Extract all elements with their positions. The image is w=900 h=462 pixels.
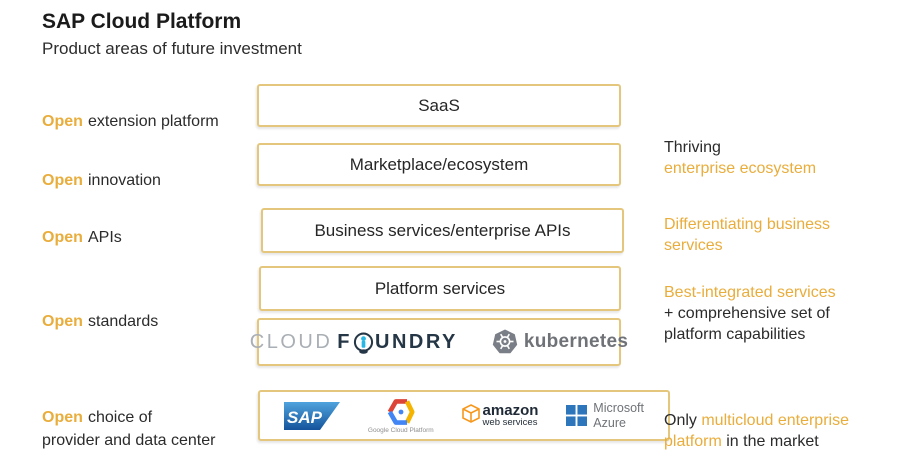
sap-logo-icon: SAP — [284, 401, 340, 430]
left-label-text: extension platform — [88, 113, 219, 130]
cloud-foundry-icon — [353, 332, 374, 354]
cloud-foundry-word-cloud: CLOUD — [249, 330, 333, 353]
aws-logo: amazon web services — [461, 402, 539, 429]
left-label-apis: Open APIs — [42, 203, 254, 249]
cloud-foundry-word-undry: UNDRY — [375, 330, 458, 353]
page-subtitle: Product areas of future investment — [42, 39, 302, 58]
aws-cube-icon — [461, 403, 480, 423]
note-black-text: Thriving — [664, 139, 721, 156]
kubernetes-icon — [492, 329, 518, 354]
google-cloud-logo: Google Cloud Platform — [368, 398, 434, 434]
box-runtimes: CLOUD F UNDRY kubernetes — [250, 318, 628, 366]
cloud-foundry-word-f: F — [337, 330, 352, 353]
azure-wordmark-azure: Azure — [593, 415, 626, 430]
note-gold-text: enterprise ecosystem — [664, 160, 817, 177]
page-title: SAP Cloud Platform — [42, 10, 242, 33]
open-keyword: Open — [42, 313, 83, 330]
note-gold-text: Differentiating business services — [664, 216, 831, 254]
open-keyword: Open — [42, 172, 83, 189]
left-label-text: standards — [88, 313, 159, 330]
right-note-differentiating-services: Differentiating business services — [664, 193, 886, 256]
box-label: Business services/enterprise APIs — [314, 220, 571, 240]
left-label-text: APIs — [88, 229, 122, 246]
cloud-foundry-logo: CLOUD F UNDRY — [250, 328, 458, 356]
left-label-text: choice of provider and data center — [42, 409, 216, 449]
aws-wordmark-amazon: amazon — [482, 402, 539, 420]
note-black-text: + comprehensive set of platform capabili… — [664, 305, 830, 343]
sap-wordmark: SAP — [287, 408, 323, 427]
box-business-services: Business services/enterprise APIs — [261, 208, 624, 253]
open-keyword: Open — [42, 113, 83, 130]
microsoft-window-icon — [566, 405, 588, 426]
note-gold-text: Best-integrated services — [664, 284, 836, 301]
right-note-multicloud-platform: Only multicloud enterprise platform in t… — [664, 389, 886, 452]
box-providers: SAP Google Cloud Platform amazon web ser… — [258, 390, 670, 441]
note-black-text: in the market — [721, 433, 819, 450]
box-saas: SaaS — [257, 84, 621, 127]
kubernetes-logo: kubernetes — [492, 329, 628, 355]
azure-logo: Microsoft Azure — [566, 401, 644, 430]
box-marketplace-ecosystem: Marketplace/ecosystem — [257, 143, 621, 186]
aws-wordmark-web-services: web services — [482, 417, 538, 429]
google-cloud-icon — [387, 398, 415, 425]
right-note-best-integrated-services: Best-integrated services + comprehensive… — [664, 261, 886, 345]
kubernetes-wordmark: kubernetes — [523, 331, 629, 352]
open-keyword: Open — [42, 229, 83, 246]
left-label-standards: Open standards — [42, 287, 254, 333]
box-label: Marketplace/ecosystem — [349, 154, 529, 174]
box-label: Platform services — [374, 278, 506, 298]
google-cloud-caption: Google Cloud Platform — [367, 426, 434, 434]
right-note-thriving-ecosystem: Thriving enterprise ecosystem — [664, 116, 886, 179]
box-platform-services: Platform services — [259, 266, 621, 311]
box-label: SaaS — [418, 95, 460, 115]
azure-wordmark-microsoft: Microsoft — [593, 401, 644, 416]
sap-logo: SAP — [284, 401, 340, 430]
left-label-text: innovation — [88, 172, 161, 189]
note-gold-text: multicloud enterprise platform — [664, 412, 849, 450]
note-black-text: Only — [664, 412, 702, 429]
open-keyword: Open — [42, 409, 83, 426]
left-label-innovation: Open innovation — [42, 146, 254, 192]
left-label-extension-platform: Open extension platform — [42, 87, 254, 133]
